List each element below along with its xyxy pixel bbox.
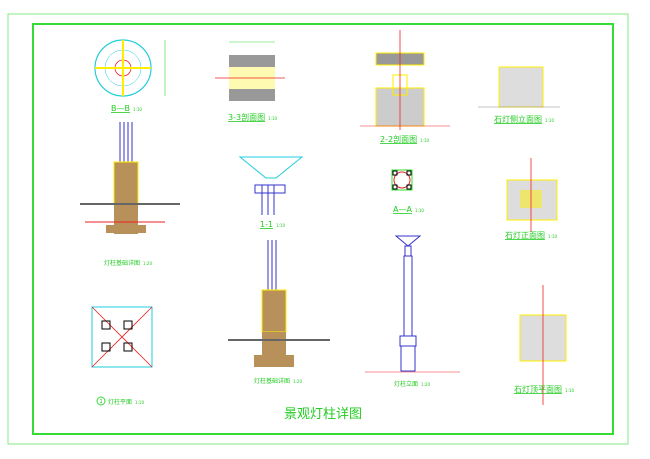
view-plan-label: 灯柱平面 bbox=[108, 398, 132, 406]
view-plan-scale: 1:10 bbox=[135, 400, 144, 405]
view-elev-label: 灯柱立面 bbox=[394, 380, 418, 388]
sheet-title: 景观灯柱详图 bbox=[284, 407, 362, 422]
view-found2-scale: 1:20 bbox=[293, 379, 302, 384]
view-bb-label: B—B bbox=[111, 104, 130, 113]
view-side-label: 石灯侧立面图 bbox=[494, 114, 542, 124]
view-elev-scale: 1:20 bbox=[421, 382, 430, 387]
view-front-label: 石灯正面图 bbox=[505, 230, 545, 240]
view-front-scale: 1:10 bbox=[548, 234, 557, 239]
view-s11-scale: 1:10 bbox=[276, 223, 285, 228]
view-s22-scale: 1:10 bbox=[420, 138, 429, 143]
view-found1-label: 灯柱基础详图 bbox=[104, 259, 140, 267]
view-found2-label: 灯柱基础详图 bbox=[254, 377, 290, 385]
view-top-scale: 1:10 bbox=[565, 388, 574, 393]
view-s33-label: 3-3剖面图 bbox=[228, 112, 265, 122]
view-s22-label: 2-2剖面图 bbox=[380, 134, 417, 144]
view-plan-marker: 1 bbox=[100, 399, 103, 405]
view-aa-label: A—A bbox=[393, 205, 412, 214]
view-s33-scale: 1:10 bbox=[268, 116, 277, 121]
outer-frame bbox=[7, 13, 629, 445]
view-top-label: 石灯顶平面图 bbox=[514, 384, 562, 394]
view-s11-label: 1-1 bbox=[260, 220, 273, 229]
view-bb-scale: 1:10 bbox=[133, 107, 142, 112]
view-aa-scale: 1:10 bbox=[415, 208, 424, 213]
inner-frame bbox=[32, 23, 614, 435]
view-side-scale: 1:10 bbox=[545, 118, 554, 123]
view-found1-scale: 1:20 bbox=[143, 261, 152, 266]
